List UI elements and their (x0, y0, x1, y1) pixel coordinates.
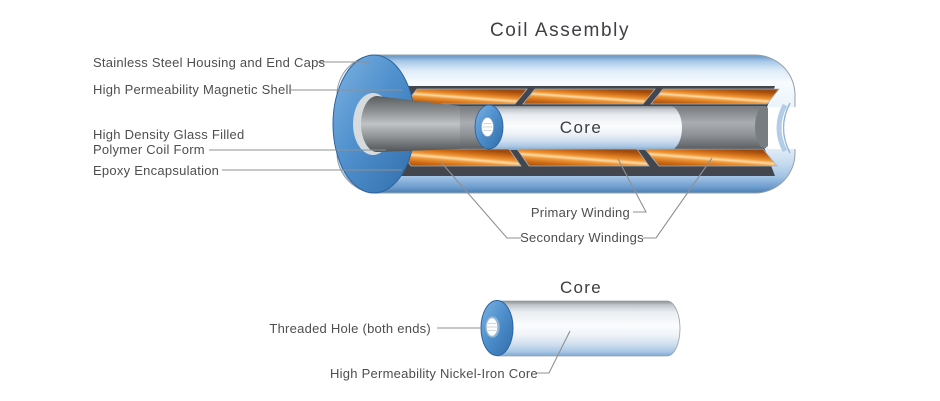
assembly-inner-wall-outline (782, 102, 791, 154)
top-winding-segment-middle (522, 88, 656, 105)
leader-line-core-material (536, 330, 571, 374)
core-hole-threads (482, 123, 493, 131)
label-coil-form-line2: Polymer Coil Form (93, 142, 205, 157)
label-magnetic-shell: High Permeability Magnetic Shell (93, 82, 292, 97)
label-threaded-hole: Threaded Hole (both ends) (269, 321, 431, 336)
assembly-core-label: Core (560, 118, 602, 137)
label-secondary-windings: Secondary Windings (520, 230, 644, 245)
leader-line-primary-winding (617, 158, 647, 213)
core-detail-hole-threads (487, 323, 497, 331)
label-coil-form-line1: High Density Glass Filled (93, 127, 244, 142)
leader-line-secondary-right (643, 157, 713, 239)
top-winding-segment-right (650, 88, 780, 105)
leader-line-secondary-left (439, 160, 521, 239)
label-epoxy: Epoxy Encapsulation (93, 163, 219, 178)
bottom-windings (398, 148, 778, 167)
coil-assembly-diagram: Coil Assembly (93, 20, 798, 245)
bottom-winding-segment-middle (516, 148, 650, 167)
label-housing: Stainless Steel Housing and End Caps (93, 55, 326, 70)
core-detail-body (496, 300, 681, 357)
label-primary-winding: Primary Winding (531, 205, 630, 220)
label-core-material: High Permeability Nickel-Iron Core (330, 366, 538, 381)
top-winding-segment-left (404, 88, 528, 105)
coil-form-protrusion-end (361, 96, 393, 152)
coil-assembly-title: Coil Assembly (490, 20, 630, 41)
assembly-core-cylinder (492, 106, 682, 150)
bottom-winding-segment-right (644, 148, 778, 167)
core-detail-diagram: Core Threaded Hole (both ends) High Perm… (269, 278, 681, 381)
coil-form-protrusion (377, 96, 460, 152)
core-detail-title: Core (560, 278, 602, 297)
assembly-inner-wall-edge (776, 103, 788, 153)
bottom-winding-segment-left (398, 148, 522, 167)
top-windings (404, 88, 780, 105)
